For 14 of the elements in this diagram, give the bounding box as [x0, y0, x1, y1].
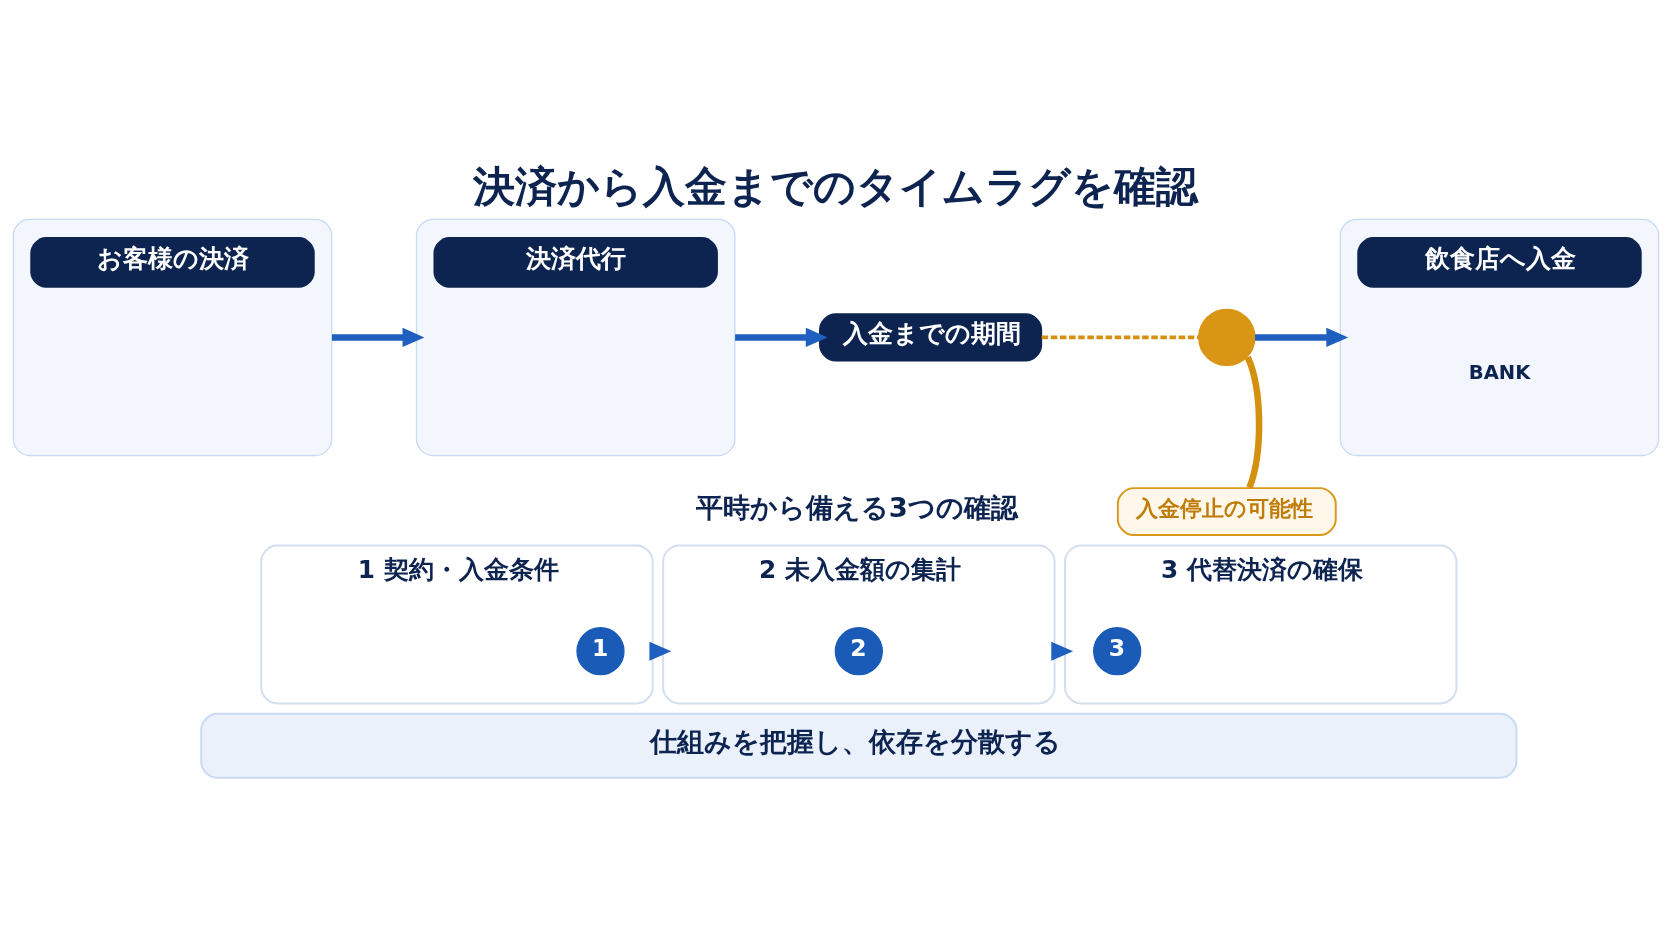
diagram-title: 決済から入金までのタイムラグを確認	[472, 161, 1198, 211]
node-circle: 2	[834, 627, 883, 676]
node-circle: 1	[576, 627, 625, 676]
connector	[1244, 355, 1263, 489]
arrow	[735, 327, 828, 347]
node-box: 入金停止の可能性	[1116, 487, 1337, 537]
arrow	[331, 327, 425, 347]
connector	[1041, 335, 1199, 340]
arrow	[1255, 327, 1349, 347]
node-box: 入金までの期間	[819, 313, 1043, 362]
label: 平時から備える3つの確認	[695, 492, 1018, 524]
node-circle: 3	[1093, 627, 1142, 676]
node-box: 仕組みを把握し、依存を分散する	[200, 712, 1518, 779]
node-circle	[1198, 308, 1256, 367]
